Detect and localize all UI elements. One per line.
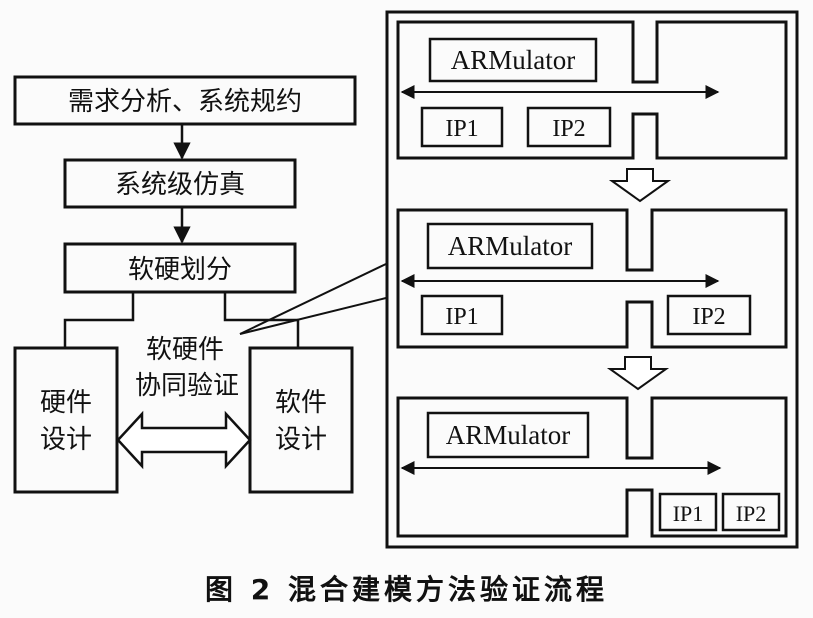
flow-step-partition: 软硬划分 [63,242,297,294]
software-design-box: 软件 设计 [248,346,354,494]
stage-3-armulator-box [426,411,590,459]
stage-1-ip2-label: IP2 [552,116,585,142]
flow-step-requirements-label: 需求分析、系统规约 [68,87,302,117]
stage-2-ip1-box [420,294,504,336]
stage-3-ip2-label: IP2 [736,501,767,526]
stage-1-ip1-box [420,106,504,148]
stage-1-ip2-box [526,106,612,148]
hardware-design-label-2: 设计 [40,425,92,455]
simulation-stages-panel [385,10,799,549]
stage-transition-arrow-2 [606,356,670,391]
callout-line-lower [239,297,387,335]
stage-2-ip1-label: IP1 [445,304,478,330]
stage-1-armulator-box [428,37,598,83]
stage-3-ip1-label: IP1 [673,501,704,526]
flow-step-system-sim: 系统级仿真 [63,158,297,209]
stage-transition-arrow-1 [608,168,672,203]
stage-3-frame: ARMulator IP1 IP2 [396,396,788,538]
flow-step-requirements: 需求分析、系统规约 [13,75,357,126]
stage-1-ip1-label: IP1 [445,116,478,142]
stage-2-armulator-box [426,222,594,270]
callout-line-upper [239,263,387,335]
stage-3-armulator-label: ARMulator [446,420,571,450]
hardware-design-label-1: 硬件 [40,388,92,418]
stage-3-ip2-box [721,492,781,532]
stage-1-frame: ARMulator IP1 IP2 [396,20,788,160]
stage-1-armulator-label: ARMulator [451,45,576,75]
connector-software [223,292,300,348]
flow-step-partition-label: 软硬划分 [128,255,232,285]
stage-2-ip2-label: IP2 [692,304,725,330]
connector-hardware [63,292,135,348]
software-design-label-2: 设计 [275,425,327,455]
stage-2-armulator-label: ARMulator [448,231,573,261]
cosim-label-2: 协同验证 [135,371,239,401]
stage-2-ip2-box [666,294,752,336]
flow-step-system-sim-label: 系统级仿真 [115,170,245,200]
hardware-design-box: 硬件 设计 [13,346,119,494]
figure-caption: 图 2 混合建模方法验证流程 [205,573,608,606]
cosim-double-arrow [116,410,252,470]
software-design-label-1: 软件 [275,388,327,418]
stage-2-frame: ARMulator IP1 IP2 [396,208,788,349]
cosim-label-1: 软硬件 [146,335,224,365]
stage-3-ip1-box [658,492,718,532]
